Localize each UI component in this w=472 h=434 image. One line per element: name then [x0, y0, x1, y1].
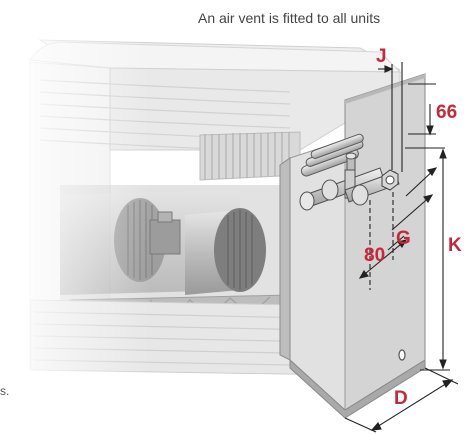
dimension-label-80: 80 [364, 245, 386, 266]
dim-line-j [378, 62, 403, 172]
valve-spindle [345, 152, 357, 171]
air-vent-caption: An air vent is fitted to all units [198, 10, 381, 26]
dimension-label-k: K [448, 235, 462, 256]
fan-housing-right [185, 208, 266, 295]
return-connection [344, 169, 400, 206]
dimension-label-66: 66 [436, 102, 458, 123]
dim-line-g-80 [358, 167, 438, 290]
dimension-label-d: D [394, 388, 408, 409]
fade-overlay [0, 30, 150, 390]
motor [149, 211, 181, 255]
flow-connection [299, 167, 385, 211]
dim-line-k [405, 147, 450, 371]
air-vent-valve [381, 169, 399, 191]
coil-pipework [299, 133, 400, 211]
dimension-lines [344, 62, 459, 433]
dimension-label-j: J [376, 46, 387, 67]
dimension-label-g: G [396, 228, 411, 249]
drain-hole [398, 349, 406, 361]
side-end-panel [279, 73, 426, 419]
dim-line-66 [408, 83, 436, 136]
cut-off-text: s. [0, 384, 10, 398]
heat-exchanger-fins [199, 131, 301, 181]
dim-line-d [344, 367, 459, 433]
